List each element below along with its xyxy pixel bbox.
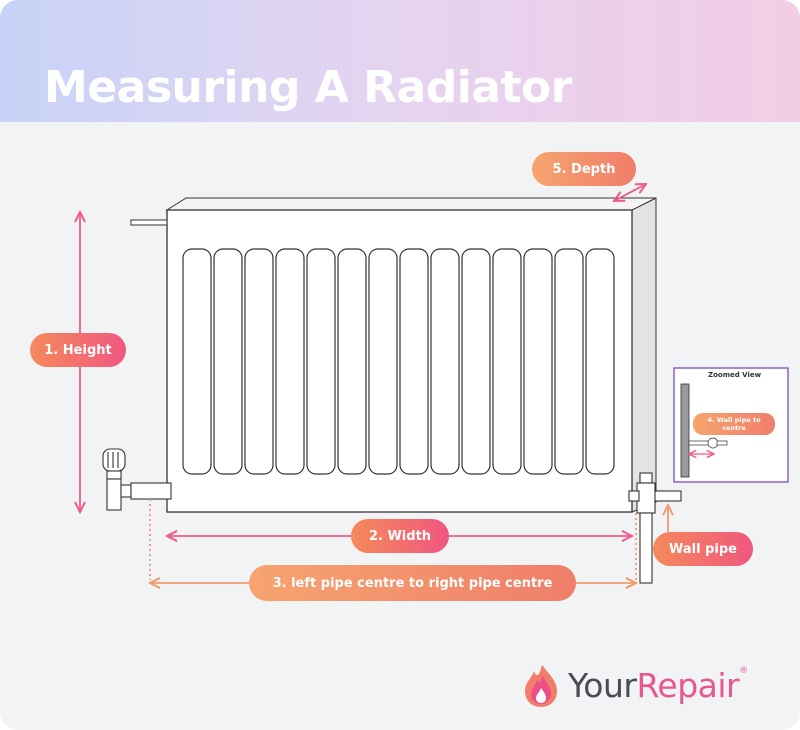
height-label: 1. Height	[30, 333, 126, 367]
radiator-fins	[182, 248, 615, 475]
bleed-valve	[130, 219, 168, 226]
brand-name: YourRepair®	[568, 666, 748, 705]
page-title: Measuring A Radiator	[44, 62, 572, 113]
left-valve	[102, 448, 172, 511]
brand-your: Your	[568, 665, 637, 705]
depth-arrow	[614, 184, 646, 201]
right-valve	[628, 472, 682, 584]
brand-logo: YourRepair®	[520, 662, 748, 708]
zoomed-view-title: Zoomed View	[708, 371, 762, 379]
brand-registered: ®	[739, 665, 748, 676]
radiator-side-panel	[631, 197, 657, 513]
wall-pipe-label: Wall pipe	[653, 532, 753, 566]
header-banner: Measuring A Radiator	[0, 0, 800, 122]
radiator-top-edge	[165, 197, 657, 211]
wall-pipe-centre-label: 4. Wall pipe to centre	[693, 413, 775, 435]
width-label: 2. Width	[351, 519, 449, 553]
brand-repair: Repair	[636, 665, 740, 705]
depth-label: 5. Depth	[532, 152, 636, 186]
zoom-wall	[680, 383, 690, 478]
zoom-pipe	[688, 437, 728, 449]
flame-logo-icon	[525, 665, 557, 707]
pipe-centre-label: 3. left pipe centre to right pipe centre	[249, 565, 576, 601]
